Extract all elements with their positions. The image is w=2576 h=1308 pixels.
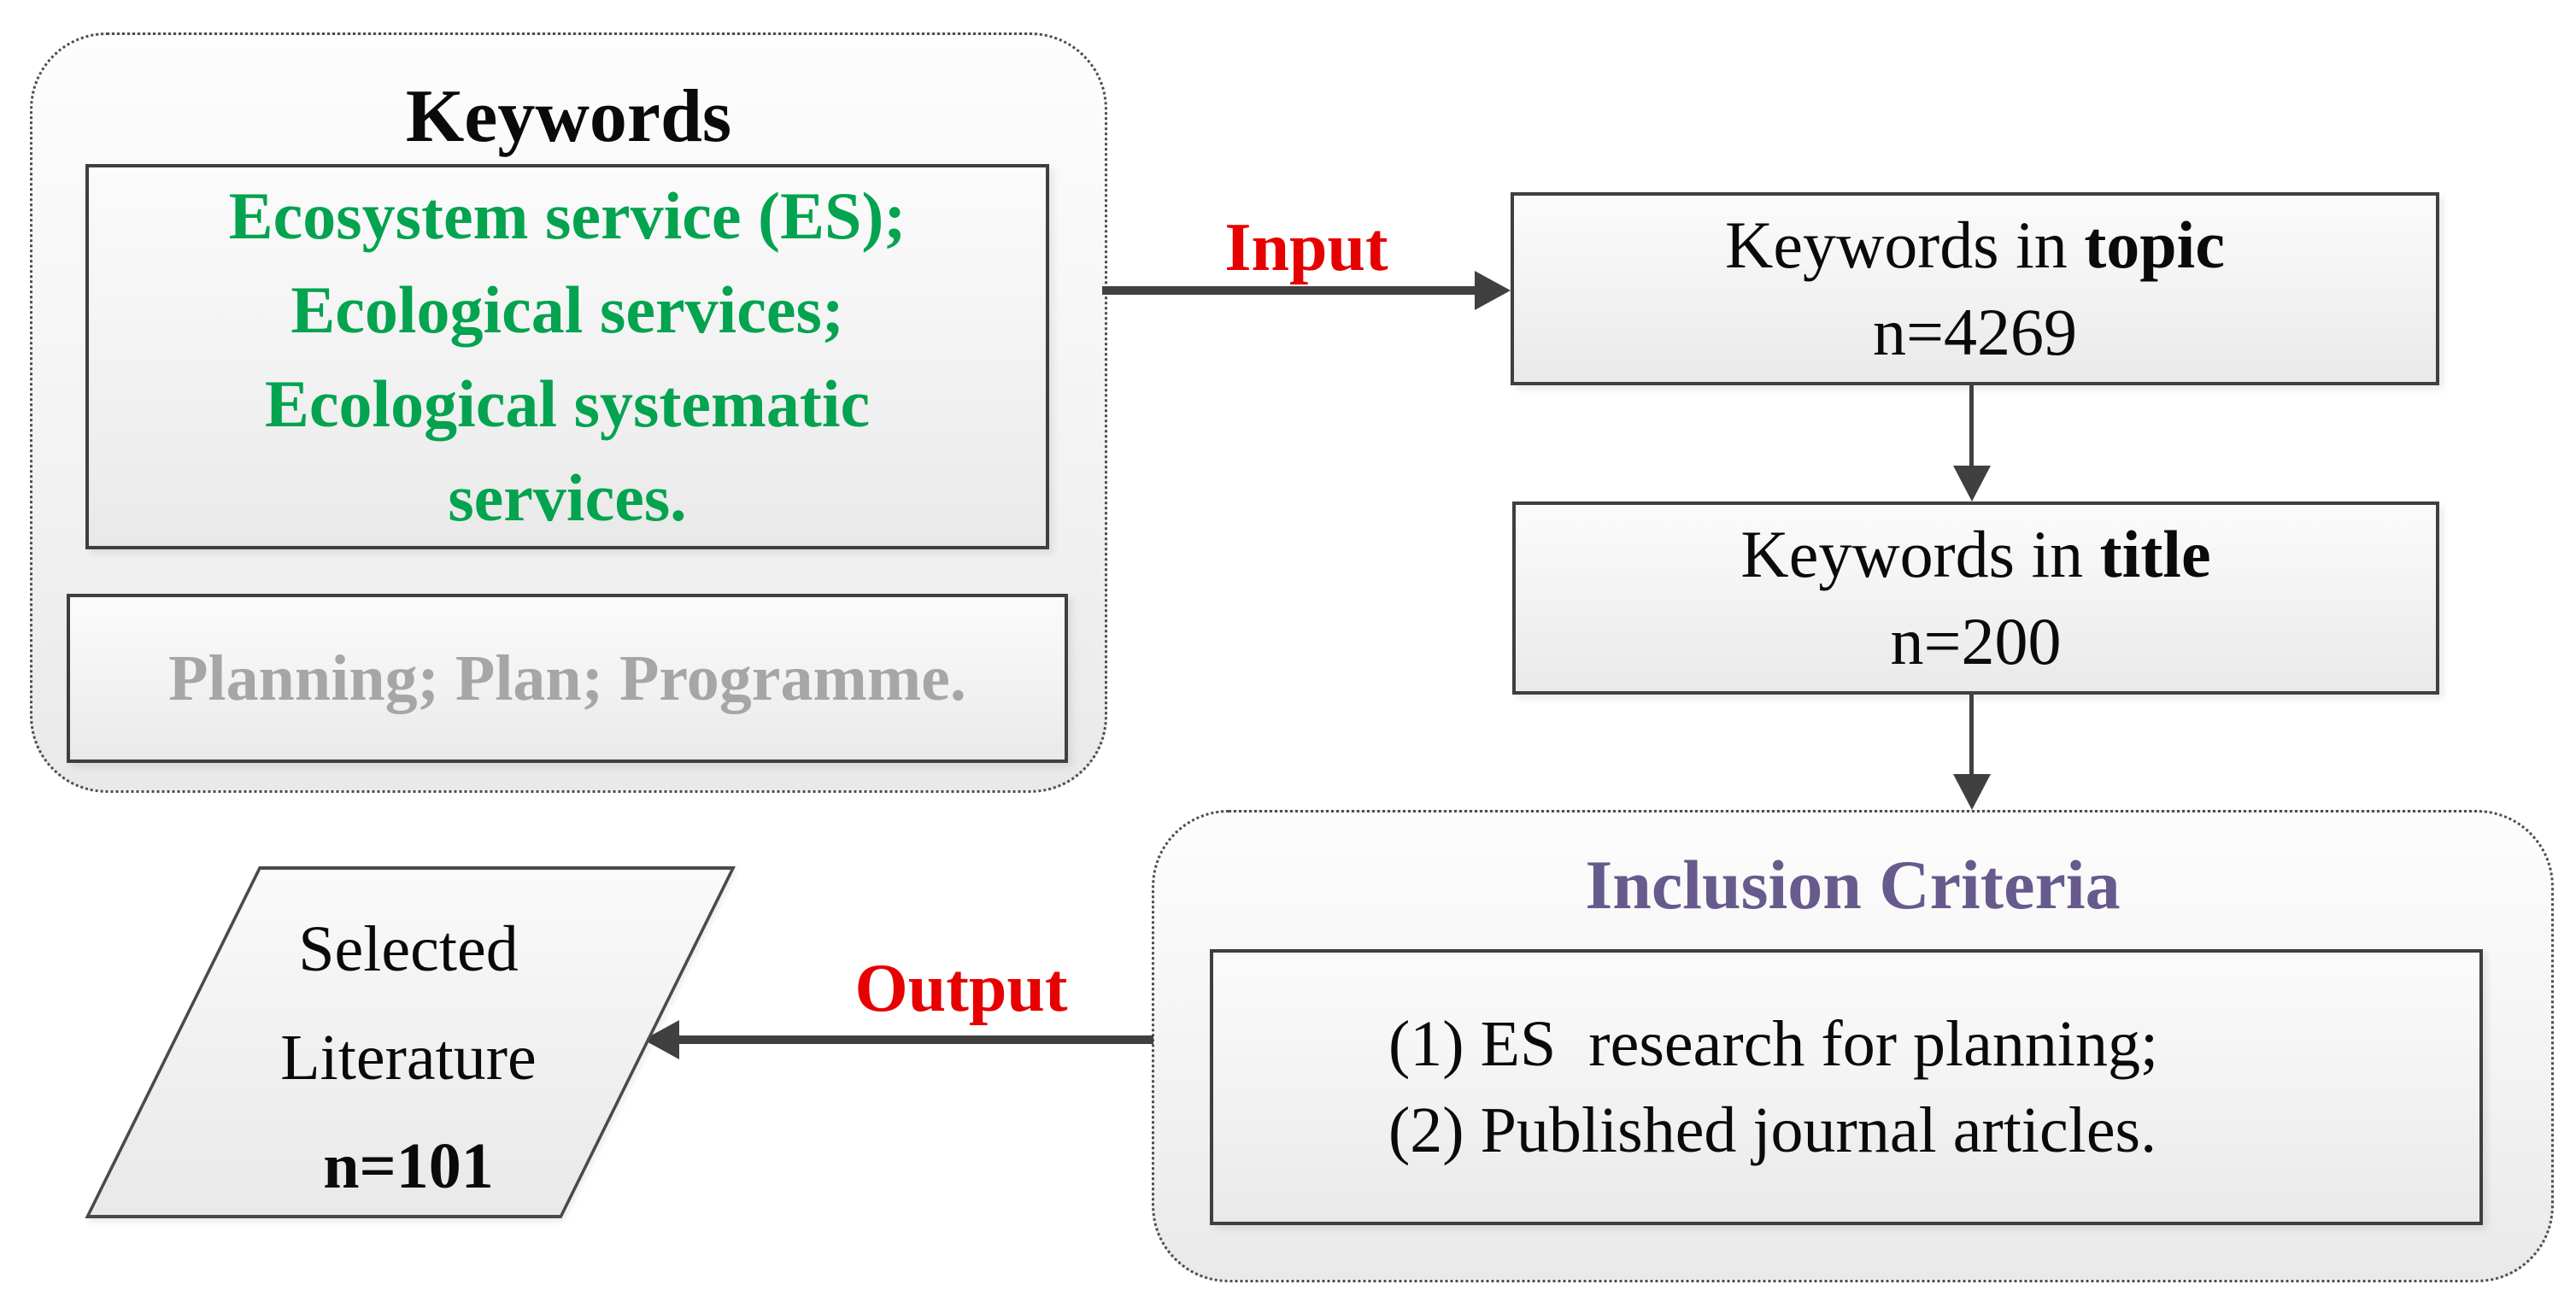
topic-count-box: Keywords in topic n=4269 (1511, 192, 2439, 385)
topic-box-emphasis: topic (2084, 208, 2225, 282)
criteria-item-1: (1) ES research for planning; (1388, 1007, 2159, 1080)
selected-literature-line: Literature (280, 1022, 537, 1094)
keywords-panel-title: Keywords (405, 75, 732, 158)
inclusion-criteria-title: Inclusion Criteria (1585, 846, 2121, 924)
secondary-keywords-text: Planning; Plan; Programme. (168, 642, 966, 714)
down-arrow-1-head-icon (1953, 466, 1991, 501)
topic-box-line1: Keywords in topic (1725, 202, 2225, 289)
title-box-prefix: Keywords in (1740, 517, 2100, 591)
primary-keyword-line: services. (448, 460, 687, 535)
selected-literature-count: n=101 (323, 1130, 494, 1202)
output-label: Output (854, 951, 1068, 1026)
criteria-item-2: (2) Published journal articles. (1388, 1094, 2157, 1166)
keywords-panel: Keywords Ecosystem service (ES); Ecologi… (30, 32, 1107, 793)
inclusion-criteria-panel: Inclusion Criteria (1) ES research for p… (1152, 810, 2554, 1282)
selected-literature-text: Selected Literature n=101 (144, 895, 673, 1221)
primary-keyword-line: Ecosystem service (ES); (228, 178, 907, 253)
down-arrow-2-head-icon (1953, 774, 1991, 810)
primary-keywords-box: Ecosystem service (ES); Ecological servi… (85, 164, 1049, 549)
criteria-box: (1) ES research for planning; (2) Publis… (1210, 949, 2483, 1225)
down-arrow-1-shaft (1969, 382, 1974, 467)
primary-keyword-line: Ecological services; (290, 272, 844, 347)
input-arrow-shaft (1102, 286, 1476, 295)
title-box-line1: Keywords in title (1740, 511, 2210, 598)
selected-literature-line: Selected (298, 913, 519, 985)
topic-box-count: n=4269 (1873, 295, 2077, 369)
down-arrow-2-shaft (1969, 691, 1974, 776)
primary-keyword-line: Ecological systematic (264, 366, 871, 441)
input-arrow-head-icon (1475, 271, 1511, 310)
input-label: Input (1224, 210, 1388, 285)
secondary-keywords-box: Planning; Plan; Programme. (67, 594, 1068, 763)
title-box-count: n=200 (1890, 604, 2062, 678)
topic-box-prefix: Keywords in (1725, 208, 2085, 282)
title-box-emphasis: title (2099, 517, 2211, 591)
output-arrow-shaft (679, 1035, 1153, 1044)
title-count-box: Keywords in title n=200 (1512, 501, 2439, 695)
